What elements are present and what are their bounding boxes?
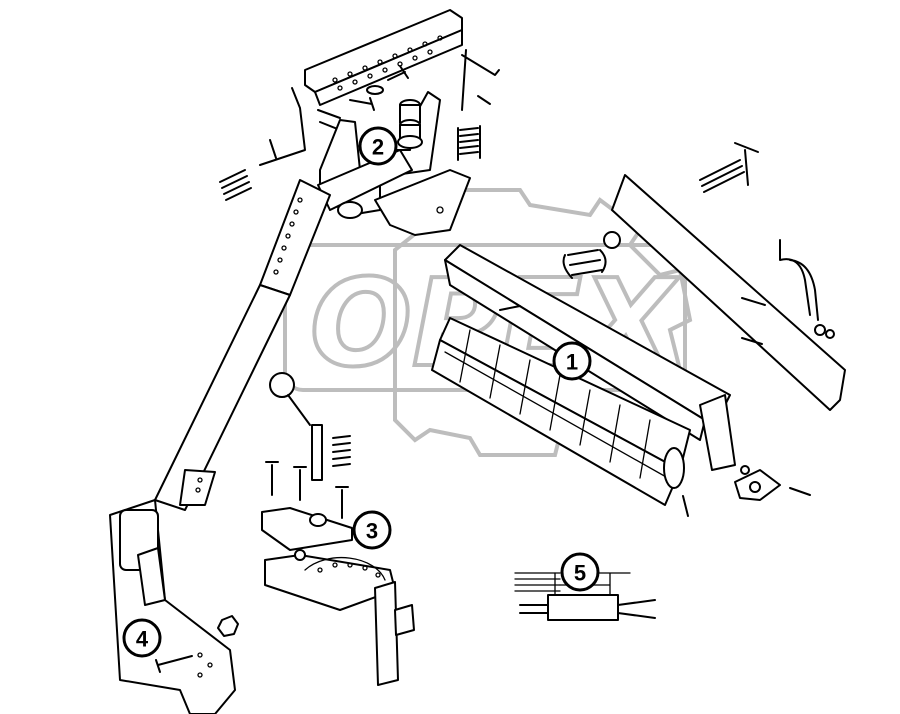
- assembly-5-cylinder: [514, 572, 656, 621]
- assembly-1-roller: [431, 142, 846, 517]
- callout-4[interactable]: 4: [122, 618, 162, 658]
- callout-1-label: 1: [566, 350, 578, 375]
- assembly-2-hitch: [219, 9, 500, 236]
- callout-5-label: 5: [574, 561, 586, 586]
- callout-2[interactable]: 2: [358, 126, 398, 166]
- callout-3-label: 3: [366, 519, 378, 544]
- callout-3[interactable]: 3: [352, 510, 392, 550]
- callout-5[interactable]: 5: [560, 552, 600, 592]
- callout-2-label: 2: [372, 135, 384, 160]
- callout-4-label: 4: [136, 627, 149, 652]
- callout-1[interactable]: 1: [552, 341, 592, 381]
- assembly-3-bracket: [261, 424, 415, 686]
- main-arm: [109, 179, 331, 714]
